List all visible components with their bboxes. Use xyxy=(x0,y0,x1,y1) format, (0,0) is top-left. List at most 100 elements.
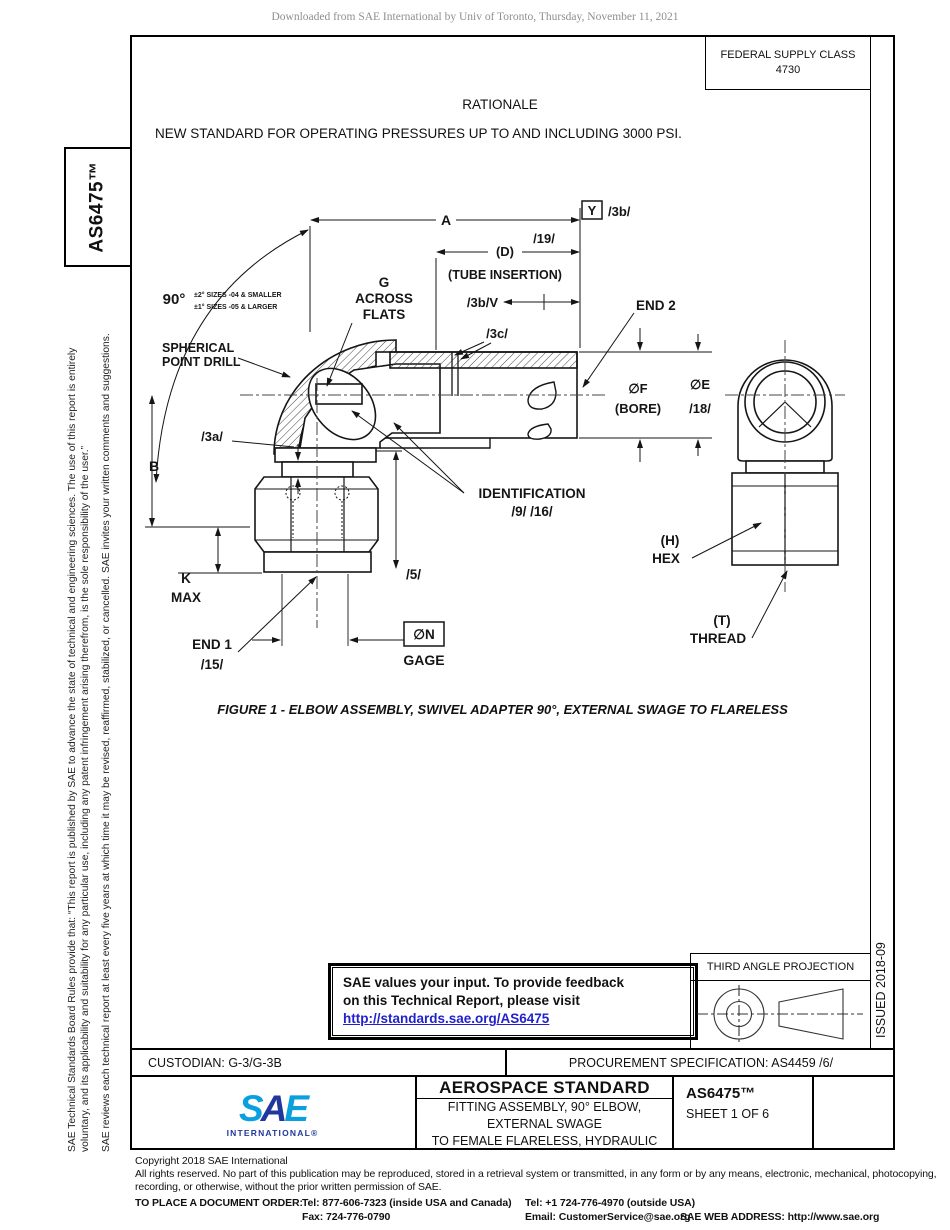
federal-supply-class-box: FEDERAL SUPPLY CLASS 4730 xyxy=(705,37,870,90)
wrench-flat-upper xyxy=(527,381,557,410)
spherical-label-2: POINT DRILL xyxy=(162,355,241,369)
label-backgrounds xyxy=(436,211,719,421)
figure-1-drawing: A Y /3b/ /19/ (D) (TUBE INSERTION) /3b/V… xyxy=(145,200,845,672)
ref-3a: /3a/ xyxy=(201,429,223,444)
datum-y-flag: Y xyxy=(588,203,597,218)
end2-label: END 2 xyxy=(636,298,676,313)
wire-hole xyxy=(285,485,301,501)
doc-number-tab: AS6475™ xyxy=(64,147,132,267)
order-label: TO PLACE A DOCUMENT ORDER: xyxy=(135,1197,303,1210)
symbol-circle-outer xyxy=(713,988,765,1040)
download-watermark: Downloaded from SAE International by Uni… xyxy=(271,11,679,23)
swage-band-hatch xyxy=(389,351,578,369)
sheet-border xyxy=(130,35,895,1150)
angle-90: 90° xyxy=(163,291,186,308)
identification-refs: /9/ /16/ xyxy=(511,504,553,519)
tel-outside: Tel: +1 724-776-4970 (outside USA) xyxy=(525,1197,696,1210)
fax: Fax: 724-776-0790 xyxy=(302,1211,391,1224)
end1-ref: /15/ xyxy=(201,657,224,672)
web-address: SAE WEB ADDRESS: http://www.sae.org xyxy=(680,1211,880,1224)
port-flange xyxy=(274,447,377,463)
rights-line-2: recording, or otherwise, without the pri… xyxy=(135,1181,442,1194)
port-stub xyxy=(315,383,363,405)
procurement-cell: PROCUREMENT SPECIFICATION: AS4459 /6/ xyxy=(505,1050,895,1075)
disclaimer-line-3: SAE reviews each technical report at lea… xyxy=(101,333,112,1152)
figure-caption: FIGURE 1 - ELBOW ASSEMBLY, SWIVEL ADAPTE… xyxy=(217,702,788,717)
tube-insertion-label: (TUBE INSERTION) xyxy=(448,268,562,282)
sae-logo-subtext: INTERNATIONAL® xyxy=(226,1127,319,1138)
fsc-label: FEDERAL SUPPLY CLASS xyxy=(720,49,856,62)
logo-letter-a: A xyxy=(260,1087,288,1129)
cone-edge xyxy=(784,401,812,428)
g-label-1: G xyxy=(379,275,390,290)
dim-b-label: B xyxy=(149,458,159,474)
dim-d-label: (D) xyxy=(496,244,514,259)
ref-3bv: /3b/V xyxy=(467,295,498,310)
g-label-2: ACROSS xyxy=(355,291,413,306)
title-block: SAE INTERNATIONAL® AEROSPACE STANDARD FI… xyxy=(130,1075,895,1150)
gage-n-label: ∅N xyxy=(413,627,435,642)
thread-label-1: (T) xyxy=(713,613,730,628)
feedback-link[interactable]: http://standards.sae.org/AS6475 xyxy=(343,1011,550,1027)
doc-title-line-2: TO FEMALE FLARELESS, HYDRAULIC xyxy=(431,1134,658,1149)
doc-title: FITTING ASSEMBLY, 90° ELBOW, EXTERNAL SW… xyxy=(417,1099,672,1150)
thread-label-2: THREAD xyxy=(690,631,746,646)
symbol-circle-inner xyxy=(725,1000,753,1028)
ref-18: /18/ xyxy=(689,401,711,416)
logo-letter-e: E xyxy=(284,1087,309,1129)
copyright-line: Copyright 2018 SAE International xyxy=(135,1155,288,1167)
ref-5: /5/ xyxy=(406,567,421,582)
custodian-row: CUSTODIAN: G-3/G-3B PROCUREMENT SPECIFIC… xyxy=(130,1048,895,1075)
projection-title: THIRD ANGLE PROJECTION xyxy=(691,954,870,981)
spherical-label-1: SPHERICAL xyxy=(162,341,235,355)
end1-label: END 1 xyxy=(192,637,232,652)
custodian-cell: CUSTODIAN: G-3/G-3B xyxy=(148,1055,282,1070)
copyright-footer: Copyright 2018 SAE International All rig… xyxy=(135,1155,937,1227)
identification-label: IDENTIFICATION xyxy=(479,486,586,501)
fsc-code: 4730 xyxy=(775,64,801,76)
order-info: TO PLACE A DOCUMENT ORDER: Tel: 877-606-… xyxy=(135,1197,925,1227)
doc-type-heading: AEROSPACE STANDARD xyxy=(417,1077,672,1100)
feedback-line-1: SAE values your input. To provide feedba… xyxy=(343,975,625,990)
symbol-frustum xyxy=(778,988,844,1040)
doc-number: AS6475™ xyxy=(686,1085,756,1102)
angle-note-2: ±1° SIZES -05 & LARGER xyxy=(194,303,277,311)
rights-line-1: All rights reserved. No part of this pub… xyxy=(135,1168,937,1181)
elbow-main-view xyxy=(254,339,578,573)
dimension-lines xyxy=(145,200,788,653)
rationale-body: NEW STANDARD FOR OPERATING PRESSURES UP … xyxy=(155,126,682,141)
disclaimer-block-2: SAE reviews each technical report at lea… xyxy=(100,290,113,1152)
bore-label: (BORE) xyxy=(615,401,661,416)
sae-logo: SAE xyxy=(238,1087,309,1129)
email: Email: CustomerService@sae.org xyxy=(525,1211,691,1224)
disclaimer-block-1: SAE Technical Standards Board Rules prov… xyxy=(66,290,92,1152)
ref-3c: /3c/ xyxy=(486,326,508,341)
doc-number-cell: AS6475™ SHEET 1 OF 6 xyxy=(672,1077,812,1150)
hex-label-2: HEX xyxy=(652,551,680,566)
dia-f-label: ∅F xyxy=(628,381,647,396)
body-step xyxy=(380,438,491,449)
sheet-number: SHEET 1 OF 6 xyxy=(686,1107,770,1121)
empty-cell xyxy=(812,1077,895,1150)
disclaimer-line-1: SAE Technical Standards Board Rules prov… xyxy=(67,347,78,1152)
doc-title-line-1: FITTING ASSEMBLY, 90° ELBOW, EXTERNAL SW… xyxy=(447,1100,642,1132)
disclaimer-line-2: voluntary, and its applicability and sui… xyxy=(80,445,91,1152)
hex-label-1: (H) xyxy=(661,533,680,548)
sae-logo-cell: SAE INTERNATIONAL® xyxy=(130,1077,415,1150)
max-label: MAX xyxy=(171,590,201,605)
drawing-labels: A Y /3b/ /19/ (D) (TUBE INSERTION) /3b/V… xyxy=(149,203,746,672)
gage-label: GAGE xyxy=(403,652,444,668)
doc-number-vertical: AS6475™ xyxy=(87,161,109,253)
dim-a-label: A xyxy=(441,212,451,228)
k-label: K xyxy=(181,571,191,586)
dia-e-label: ∅E xyxy=(690,377,710,392)
logo-letter-s: S xyxy=(238,1087,264,1129)
issued-date-vertical: ISSUED 2018-09 xyxy=(874,942,888,1038)
document-title-cell: AEROSPACE STANDARD FITTING ASSEMBLY, 90°… xyxy=(415,1077,672,1150)
third-angle-projection-box: THIRD ANGLE PROJECTION xyxy=(690,953,870,1048)
wrench-flat-lower xyxy=(527,423,552,440)
g-label-3: FLATS xyxy=(363,307,406,322)
angle-note-1: ±2° SIZES -04 & SMALLER xyxy=(194,291,282,299)
ref-3b: /3b/ xyxy=(608,204,631,219)
cone-edge xyxy=(758,401,786,428)
